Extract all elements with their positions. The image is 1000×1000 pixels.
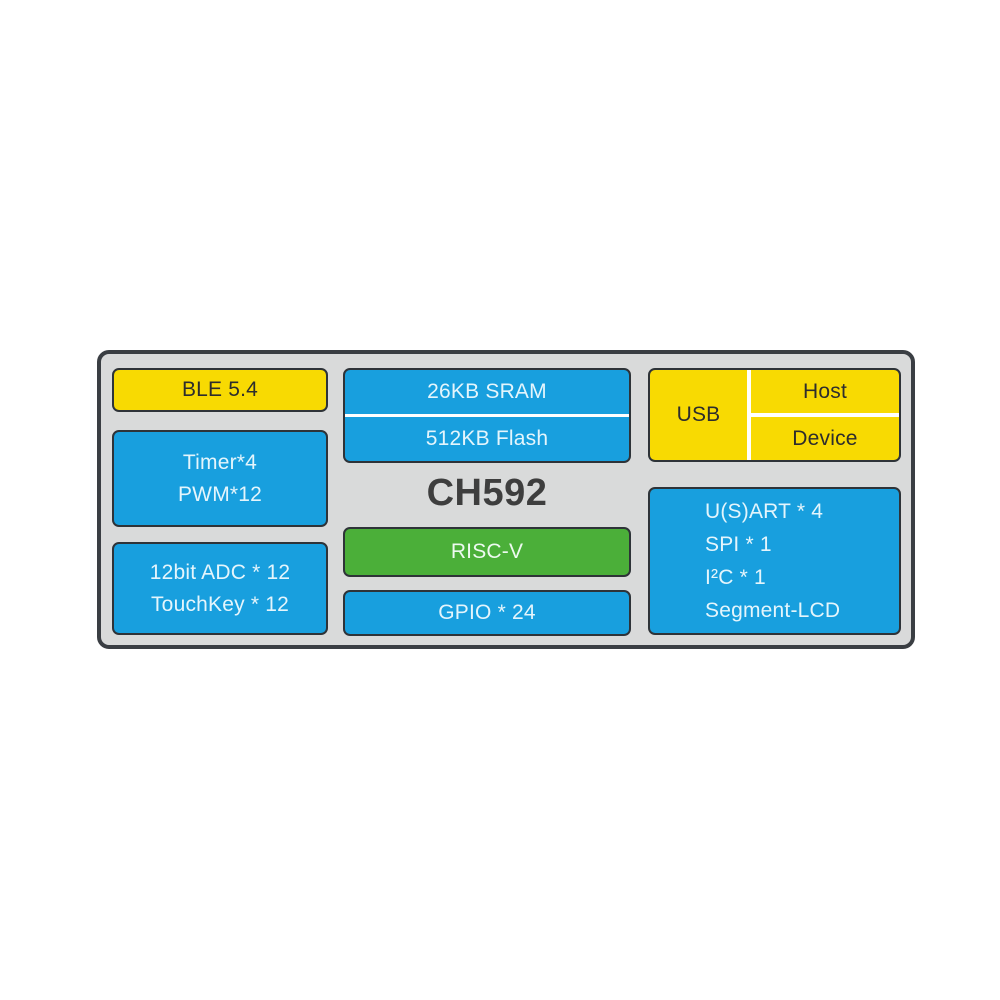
usb-vertical-divider	[747, 370, 751, 460]
flash-cell: 512KB Flash	[345, 417, 629, 461]
usb-host-cell: Host	[751, 370, 899, 413]
ble-block: BLE 5.4	[112, 368, 328, 412]
memory-divider	[345, 414, 629, 417]
spi-label: SPI * 1	[705, 533, 772, 556]
memory-block: 26KB SRAM 512KB Flash	[343, 368, 631, 463]
adc-label: 12bit ADC * 12	[149, 560, 291, 584]
usb-horizontal-divider	[751, 413, 899, 417]
ch592-block-diagram: BLE 5.4 Timer*4 PWM*12 12bit ADC * 12 To…	[97, 350, 915, 649]
riscv-label: RISC-V	[450, 540, 524, 563]
riscv-core-block: RISC-V	[343, 527, 631, 577]
usb-host-label: Host	[803, 379, 847, 403]
usb-modes-column: Host Device	[751, 370, 899, 460]
usb-label: USB	[676, 403, 721, 426]
gpio-block: GPIO * 24	[343, 590, 631, 636]
sram-label: 26KB SRAM	[427, 380, 547, 403]
i2c-label: I²C * 1	[705, 566, 766, 589]
timer-label: Timer*4	[182, 450, 258, 474]
segment-lcd-label: Segment-LCD	[705, 599, 841, 622]
sram-cell: 26KB SRAM	[345, 370, 629, 414]
usb-device-label: Device	[792, 426, 858, 450]
touchkey-label: TouchKey * 12	[150, 592, 290, 616]
usb-cell: USB	[650, 370, 747, 460]
chip-title: CH592	[426, 472, 548, 514]
timer-pwm-block: Timer*4 PWM*12	[112, 430, 328, 527]
adc-touchkey-block: 12bit ADC * 12 TouchKey * 12	[112, 542, 328, 635]
ble-label: BLE 5.4	[181, 378, 259, 401]
gpio-label: GPIO * 24	[438, 601, 536, 624]
pwm-label: PWM*12	[177, 482, 263, 506]
usb-device-cell: Device	[751, 417, 899, 460]
usb-block: USB Host Device	[648, 368, 901, 462]
peripherals-block: U(S)ART * 4 SPI * 1 I²C * 1 Segment-LCD	[648, 487, 901, 635]
flash-label: 512KB Flash	[425, 427, 549, 450]
usart-label: U(S)ART * 4	[705, 500, 824, 523]
